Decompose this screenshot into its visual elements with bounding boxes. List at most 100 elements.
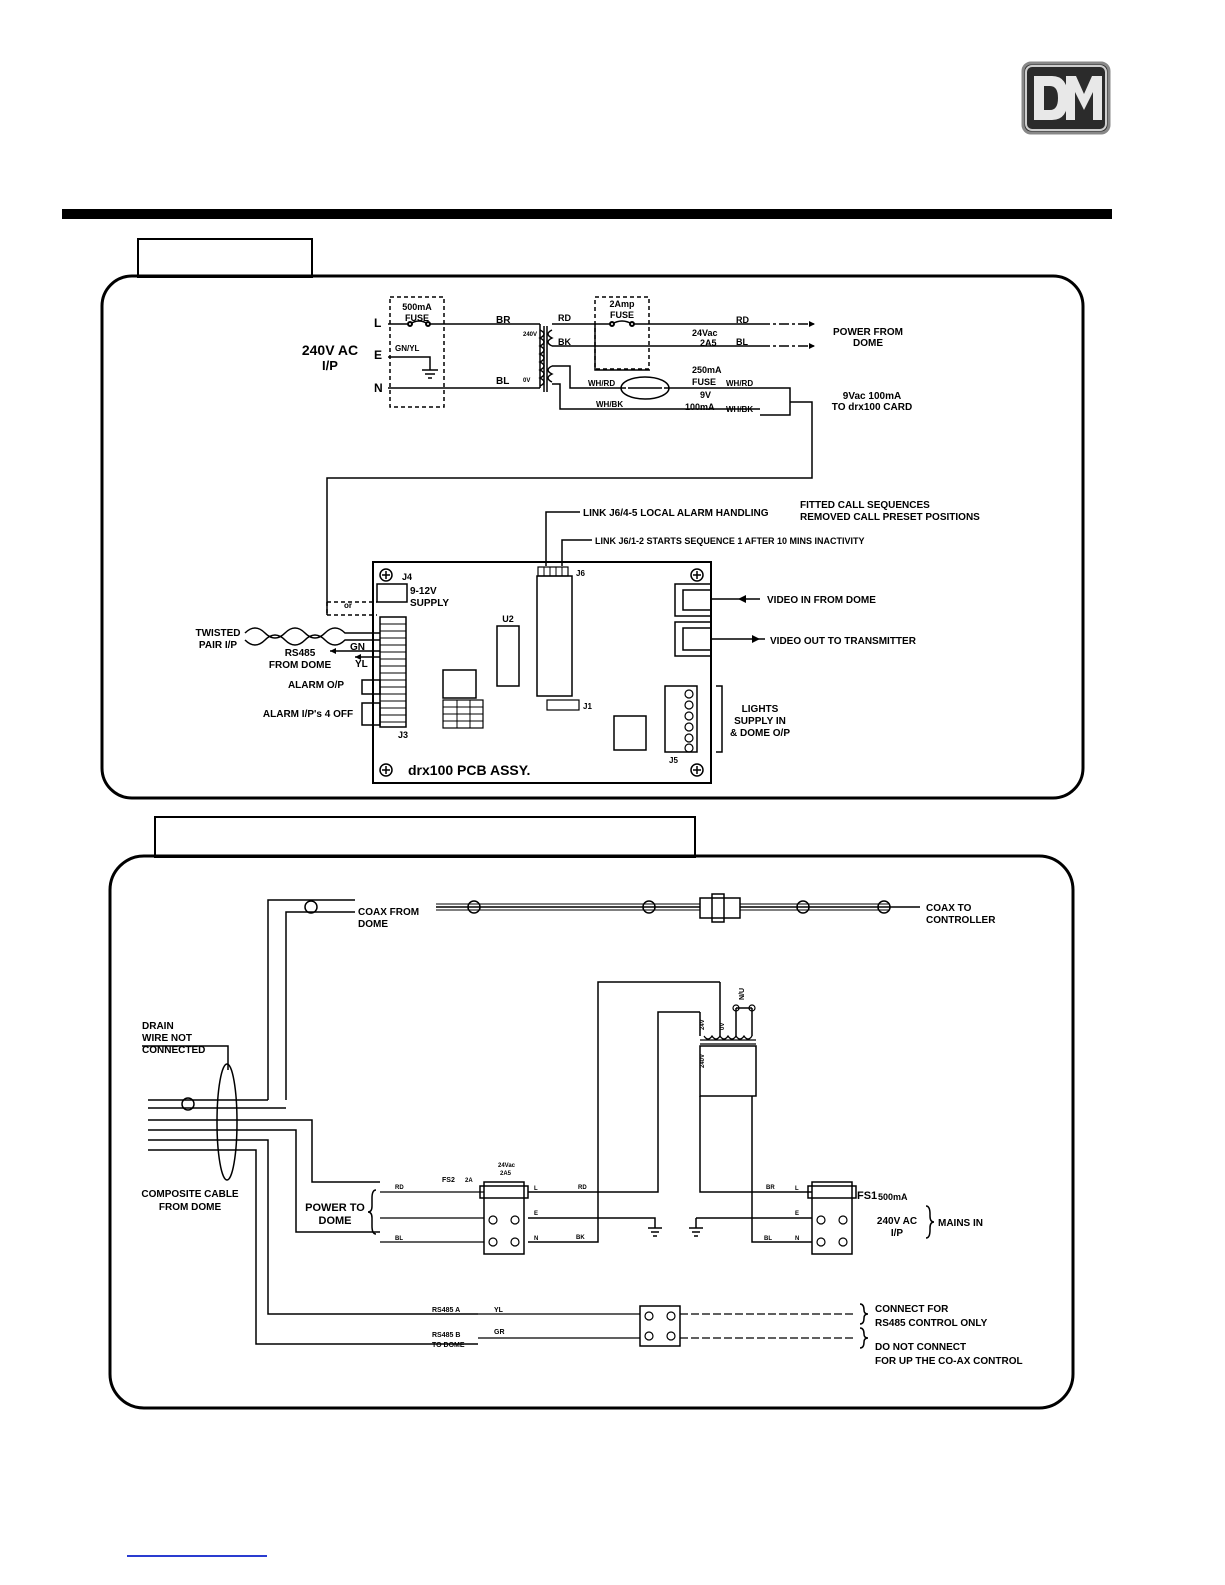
video-in-label: VIDEO IN FROM DOME	[767, 595, 876, 606]
fuse-250ma-label-1: 250mA	[692, 365, 722, 375]
rs485b-2: TO DOME	[432, 1342, 465, 1349]
gnyl-label: GN/YL	[395, 344, 420, 353]
footer-link-underline[interactable]	[127, 1555, 267, 1557]
fitted-call-sequences: FITTED CALL SEQUENCES	[800, 500, 930, 511]
fuse-500ma-label-1: 500mA	[402, 302, 432, 312]
component-box-2	[613, 715, 647, 751]
j6-label: J6	[576, 569, 585, 578]
u2-label: U2	[502, 614, 514, 624]
company-logo	[1021, 61, 1111, 135]
label-24vac: 24Vac	[692, 328, 718, 338]
wire-bk: BK	[558, 337, 571, 347]
fuse-2a-label-1: 2Amp	[609, 299, 635, 309]
fs2-term-e: E	[534, 1211, 538, 1217]
alarm-op-label: ALARM O/P	[288, 680, 344, 691]
j5-label: J5	[669, 756, 678, 765]
mounting-screws	[379, 568, 704, 777]
rs485b-1: RS485 B	[432, 1332, 460, 1339]
nu-label: N/U	[739, 988, 746, 1000]
coax-from-1: COAX FROM	[358, 907, 419, 918]
wire-yl-2: YL	[494, 1307, 504, 1314]
wire-whbk: WH/BK	[596, 400, 623, 409]
u2-chip	[496, 625, 520, 687]
header-rule	[62, 209, 1112, 219]
drain-2: WIRE NOT	[142, 1033, 192, 1044]
twisted-pair-wire-2	[244, 634, 380, 646]
mains-in: MAINS IN	[938, 1218, 983, 1229]
mains-2: I/P	[891, 1228, 904, 1239]
lights-1: LIGHTS	[742, 704, 779, 715]
wire-whbk-out: WH/BK	[726, 405, 753, 414]
input-l: L	[374, 316, 381, 330]
wire-bl-out: BL	[736, 337, 748, 347]
component-box	[442, 669, 477, 699]
fs1-term-n: N	[795, 1236, 799, 1242]
pcb-board	[372, 561, 712, 784]
j4-connector	[376, 583, 408, 603]
power-from-dome-2: DOME	[853, 338, 883, 349]
j5-terminal	[664, 685, 698, 753]
fs2-wire-rd-out: RD	[578, 1185, 587, 1191]
removed-call-preset: REMOVED CALL PRESET POSITIONS	[800, 512, 980, 523]
power-from-dome-1: POWER FROM	[833, 327, 903, 338]
fuse-500ma-label-2: FUSE	[405, 313, 429, 323]
wire-rd: RD	[558, 313, 571, 323]
power-to-2: DOME	[319, 1215, 352, 1227]
wire-gr: GR	[494, 1329, 505, 1336]
link-j6-4-5: LINK J6/4-5 LOCAL ALARM HANDLING	[583, 508, 769, 519]
panel-dome-wiring: COAX FROM DOME COAX TO CONTROLLER DRAIN …	[108, 816, 1075, 1410]
panel2-frame	[108, 854, 1075, 1410]
video-out-label: VIDEO OUT TO TRANSMITTER	[770, 636, 917, 647]
rs485-2: FROM DOME	[269, 660, 332, 671]
label-2a5: 2A5	[700, 338, 717, 348]
wire-rd-out: RD	[736, 315, 749, 325]
alarm-ip-label: ALARM I/P's 4 OFF	[263, 709, 353, 720]
to-card-2: TO drx100 CARD	[832, 402, 912, 413]
earth-symbol-1	[648, 1227, 662, 1237]
rs485-1: RS485	[285, 648, 316, 659]
coax-from-2: DOME	[358, 919, 388, 930]
fs2-rating: 2A	[465, 1178, 473, 1184]
panel1-tab	[137, 238, 313, 278]
fs2-label: FS2	[442, 1177, 455, 1184]
composite-1: COMPOSITE CABLE	[141, 1189, 239, 1200]
earth-symbol	[388, 356, 438, 379]
twisted-pair-2: PAIR I/P	[199, 640, 237, 651]
connect-for-1: CONNECT FOR	[875, 1304, 949, 1315]
coax-connector	[699, 897, 741, 919]
fuse-2a-label-2: FUSE	[610, 310, 634, 320]
j3-label: J3	[398, 730, 408, 740]
j6-header	[537, 566, 569, 577]
wire-yl: YL	[355, 659, 368, 670]
fs1-term-l: L	[795, 1186, 799, 1192]
fs1-term-e: E	[795, 1211, 799, 1217]
supply-label-2: SUPPLY	[410, 598, 449, 609]
mains-1: 240V AC	[877, 1216, 917, 1227]
connect-for-2: RS485 CONTROL ONLY	[875, 1318, 988, 1329]
fs2-terminal	[483, 1181, 525, 1255]
fuse-250ma-symbol	[620, 376, 670, 400]
fs1-terminal	[811, 1181, 853, 1255]
lights-3: & DOME O/P	[730, 728, 790, 739]
supply-label-1: 9-12V	[410, 586, 437, 597]
drain-3: CONNECTED	[142, 1045, 205, 1056]
wire-br: BR	[496, 315, 511, 326]
fuse-250ma-label-2: FUSE	[692, 377, 716, 387]
fs1-wire-bl: BL	[764, 1236, 772, 1242]
input-label-2: I/P	[322, 358, 338, 373]
transformer-240v: 240V	[523, 332, 537, 338]
fuse-500ma-box	[389, 296, 445, 408]
wire-bl: BL	[496, 376, 509, 387]
to-card-1: 9Vac 100mA	[843, 391, 901, 402]
panel1-frame	[100, 274, 1085, 800]
fs1-rating: 500mA	[878, 1192, 908, 1202]
fs2-top-1: 24Vac	[498, 1163, 516, 1169]
fs2-wire-bl: BL	[395, 1236, 403, 1242]
drain-1: DRAIN	[142, 1021, 174, 1032]
input-e: E	[374, 348, 382, 362]
wire-gn: GN	[350, 642, 365, 653]
power-to-1: POWER TO	[305, 1202, 365, 1214]
do-not-connect-2: FOR UP THE CO-AX CONTROL	[875, 1356, 1023, 1367]
transformer-1	[538, 324, 554, 392]
